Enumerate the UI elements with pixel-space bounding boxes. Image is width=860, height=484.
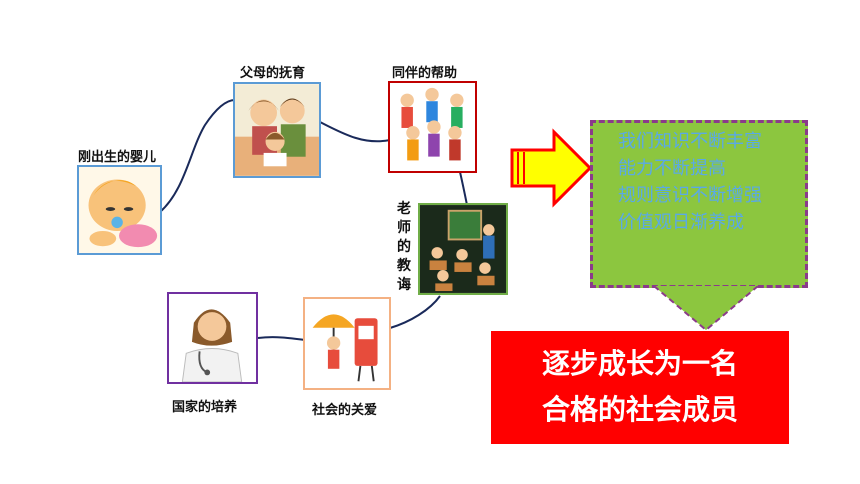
parents-image: [233, 82, 321, 178]
right-arrow-icon: [510, 128, 592, 208]
growth-point: 能力不断提高: [618, 158, 726, 179]
teacher-image: [418, 203, 508, 295]
label-peers: 同伴的帮助: [392, 66, 458, 81]
growth-point: 我们知识不断丰富: [618, 131, 762, 152]
nation-image: [167, 292, 258, 384]
label-newborn: 刚出生的婴儿: [78, 150, 157, 165]
growth-points-list: 我们知识不断丰富 能力不断提高 规则意识不断增强 价值观日渐养成: [618, 128, 808, 236]
label-society: 社会的关爱: [312, 403, 378, 418]
peers-image: [388, 81, 477, 173]
label-nation: 国家的培养: [172, 400, 238, 415]
conclusion-box: 逐步成长为一名 合格的社会成员: [491, 331, 789, 444]
label-teacher: 老 师 的 教 诲: [397, 201, 411, 293]
down-arrow-icon: [653, 286, 759, 331]
growth-point: 价值观日渐养成: [618, 212, 744, 233]
conclusion-line: 逐步成长为一名: [541, 347, 738, 380]
growth-point: 规则意识不断增强: [618, 185, 762, 206]
society-image: [303, 297, 391, 390]
newborn-image: [77, 165, 162, 255]
conclusion-line: 合格的社会成员: [541, 393, 738, 426]
label-parents: 父母的抚育: [240, 66, 306, 81]
